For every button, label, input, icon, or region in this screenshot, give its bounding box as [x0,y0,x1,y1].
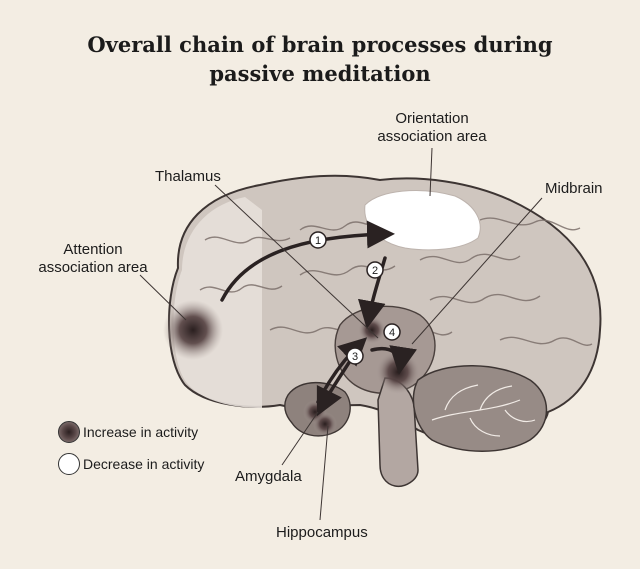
thalamus-activity-blob [358,316,386,344]
step-4-marker: 4 [383,323,401,341]
arrow-2 [357,256,387,329]
step-4-label: 4 [389,327,395,339]
hippocampus-label: Hippocampus [276,524,368,541]
step-2-label: 2 [372,265,378,277]
legend-decrease-label: Decrease in activity [83,456,205,472]
hippocampus-activity-blob [313,412,337,436]
title-line-1: Overall chain of brain processes during [87,32,553,57]
title-line-2: passive meditation [209,61,431,86]
attention-area-label: Attention association area [38,241,148,276]
midbrain-label: Midbrain [545,180,603,197]
legend-increase-label: Increase in activity [83,424,199,440]
legend-decrease: Decrease in activity [58,453,204,475]
decrease-activity-swatch [58,453,80,475]
brain-folds [199,217,593,346]
step-1-label: 1 [315,235,321,247]
arrow-1 [220,220,395,302]
arrow-return [316,337,368,404]
cerebellum-branches [431,384,536,437]
step-3-marker: 3 [346,347,364,365]
increase-activity-swatch [58,421,80,443]
step-3-label: 3 [352,351,358,363]
arrow-4 [370,345,418,375]
leader-lines [139,147,543,521]
attention-activity-blob [163,300,223,360]
step-1-marker: 1 [309,231,327,249]
legend-increase: Increase in activity [58,421,198,443]
thalamus-label: Thalamus [155,168,221,185]
diagram-title: Overall chain of brain processes during … [0,30,640,88]
step-2-marker: 2 [366,261,384,279]
step-markers: 1 2 3 4 [309,231,401,365]
amygdala-label: Amygdala [235,468,302,485]
orientation-area-label: Orientation association area [377,110,487,145]
pathway-arrows [220,220,418,417]
